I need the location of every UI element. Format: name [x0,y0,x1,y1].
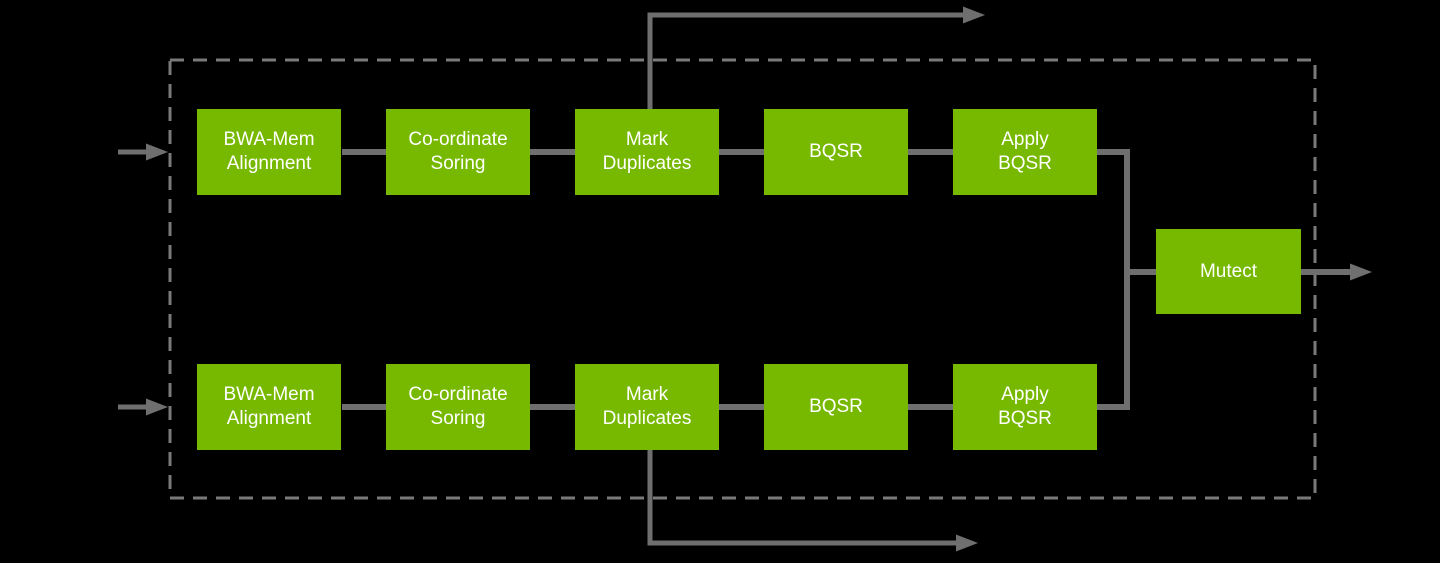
bypass-wire-top [647,12,963,110]
merge-junction-wire [1097,149,1130,410]
stage-label: Mutect [1199,260,1258,282]
stage-box-mutect: Mutect [1156,229,1301,314]
stage-box-coordinate-sorting-top: Co-ordinate Soring [386,109,530,195]
stage-label: BQSR [809,141,863,163]
stage-box-bwa-mem-alignment-bottom: BWA-Mem Alignment [197,364,341,450]
bypass-arrowhead-top-icon [963,6,985,24]
stage-box-bqsr-top: BQSR [764,109,908,195]
output-arrowhead-icon [1350,263,1372,281]
stage-label: Apply BQSR [998,129,1052,174]
bypass-arrowhead-bottom-icon [956,534,978,552]
input-arrowhead-top-icon [146,143,168,161]
stage-box-mark-duplicates-top: Mark Duplicates [575,109,719,195]
stage-label: BWA-Mem Alignment [223,129,315,174]
stage-box-apply-bqsr-top: Apply BQSR [953,109,1097,195]
stage-box-apply-bqsr-bottom: Apply BQSR [953,364,1097,450]
bypass-wire-bottom [647,449,956,546]
stage-box-mark-duplicates-bottom: Mark Duplicates [575,364,719,450]
stage-label: Co-ordinate Soring [408,129,508,174]
stage-box-coordinate-sorting-bottom: Co-ordinate Soring [386,364,530,450]
stage-label: Co-ordinate Soring [408,384,508,429]
stage-label: BWA-Mem Alignment [223,384,315,429]
stage-label: BQSR [809,396,863,418]
stage-label: Apply BQSR [998,384,1052,429]
stage-label: Mark Duplicates [602,384,692,429]
stage-label: Mark Duplicates [602,129,692,174]
input-arrowhead-bottom-icon [146,398,168,416]
stage-box-bqsr-bottom: BQSR [764,364,908,450]
stage-box-bwa-mem-alignment-top: BWA-Mem Alignment [197,109,341,195]
dashed-boundary [168,58,1317,500]
